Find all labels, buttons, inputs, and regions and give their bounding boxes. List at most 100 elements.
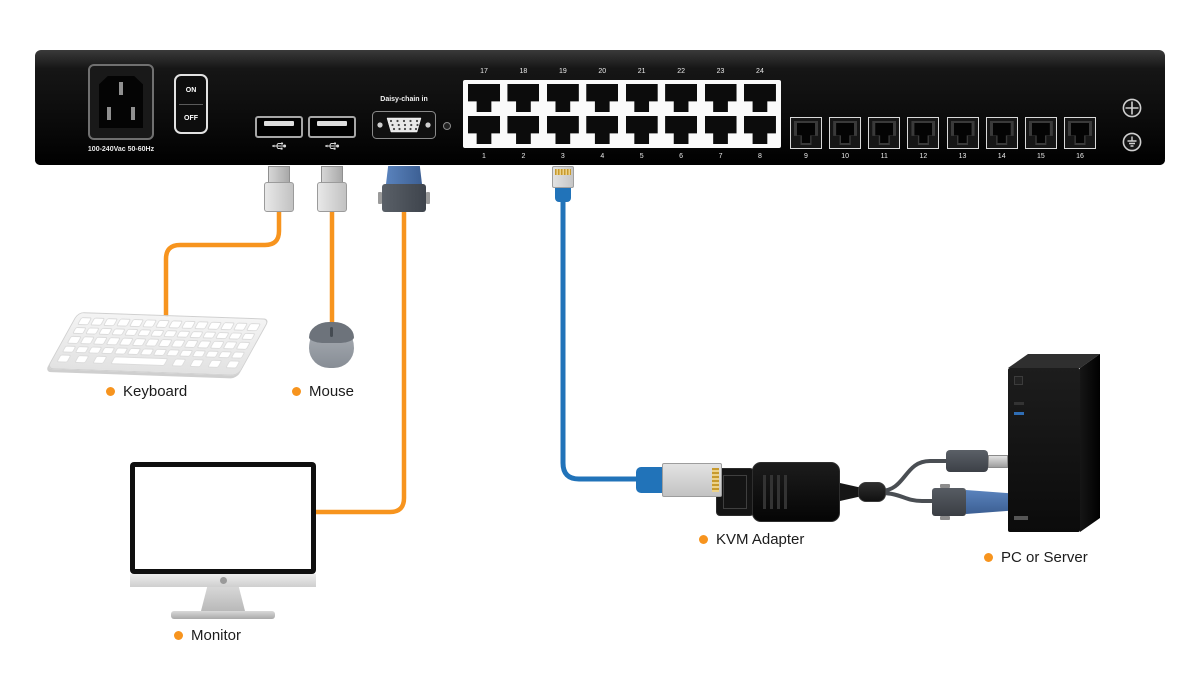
- pc-power-button: [1014, 376, 1023, 385]
- keyboard-cable: [163, 206, 282, 322]
- vga-branch-cable: [879, 491, 936, 503]
- rj45-jack: [868, 117, 901, 149]
- rj45-plug-uplink: [551, 166, 575, 202]
- rj45-jack: [704, 84, 737, 112]
- monitor: [130, 462, 316, 574]
- rj45-jack: [665, 84, 698, 112]
- pc-tower-top: [1008, 354, 1100, 368]
- port-number: 17: [480, 68, 488, 75]
- pc-tower: [1008, 368, 1080, 532]
- port-number: 10: [841, 153, 850, 160]
- rj45-jack: [507, 84, 540, 112]
- rj45-jack: [704, 116, 737, 144]
- keyboard-key: [235, 341, 251, 350]
- power-pin: [107, 107, 111, 120]
- rj45-jack: [829, 117, 862, 149]
- label-bullet: [984, 553, 993, 562]
- usb-branch-cable: [879, 459, 948, 493]
- keyboard-label-text: Keyboard: [123, 383, 188, 400]
- monitor-base: [171, 611, 275, 619]
- pc-brand-mark: [1014, 516, 1028, 520]
- port-number: 21: [637, 68, 646, 75]
- cat5-cable: [560, 196, 644, 482]
- rj45-jack: [743, 84, 776, 112]
- rj45-jack: [586, 84, 619, 112]
- port-number: 4: [600, 153, 605, 160]
- monitor-cable: [314, 210, 407, 515]
- usb-plug-metal: [321, 166, 343, 182]
- kvm-adapter-body: [752, 462, 840, 522]
- daisy-chain-vga-port[interactable]: [372, 108, 436, 142]
- port-number: 19: [558, 68, 567, 75]
- monitor-chin: [130, 574, 316, 587]
- rj45-block-b[interactable]: [790, 116, 1096, 150]
- rj45-jack: [546, 116, 579, 144]
- label-bullet: [292, 387, 301, 396]
- rj45-jack: [665, 116, 698, 144]
- rj45-row-17-24[interactable]: [468, 84, 776, 112]
- usb-plug-keyboard: [264, 166, 294, 212]
- port-number: 3: [560, 153, 565, 160]
- vga-plug-shell: [386, 166, 422, 184]
- keyboard-key: [56, 354, 72, 363]
- port-number: 2: [521, 153, 526, 160]
- port-number: 12: [919, 153, 928, 160]
- keyboard-key: [189, 359, 205, 367]
- port-number: 8: [758, 153, 762, 160]
- screw-hole: [443, 122, 451, 130]
- usb-port-2[interactable]: [308, 116, 356, 138]
- power-inlet-opening: [99, 76, 143, 128]
- usb-plug-body: [946, 450, 988, 472]
- rj45-jack: [625, 116, 658, 144]
- ground-icon: [1122, 132, 1142, 152]
- usb-plug-mouse: [317, 166, 347, 212]
- mouse: [309, 322, 354, 368]
- keyboard-key: [110, 356, 169, 366]
- rj45-jack: [907, 117, 940, 149]
- rj45-row-1-8[interactable]: [468, 116, 776, 144]
- monitor-label-text: Monitor: [191, 627, 242, 644]
- port-number: 18: [519, 68, 528, 75]
- pc-tower-side: [1080, 354, 1100, 532]
- rj45-jack: [946, 117, 979, 149]
- rj45-jack: [743, 116, 776, 144]
- rj45-plug-boot: [636, 467, 662, 493]
- keyboard-key: [246, 323, 262, 331]
- pc-usb-slot: [1014, 402, 1024, 405]
- monitor-stand: [201, 587, 245, 611]
- rj45-jack: [546, 84, 579, 112]
- rj45-plug-adapter: [636, 463, 722, 497]
- pc-label-text: PC or Server: [1001, 549, 1088, 566]
- usb-plug-metal: [268, 166, 290, 182]
- port-number: 14: [997, 153, 1006, 160]
- usb-plug-metal: [988, 454, 1008, 468]
- power-switch-on-label: ON: [185, 86, 197, 94]
- port-number: 24: [756, 68, 764, 75]
- power-pin: [131, 107, 135, 120]
- port-number: 22: [677, 68, 685, 75]
- rj45-jack: [985, 117, 1018, 149]
- rj45-plug-body: [552, 166, 574, 188]
- kvm-adapter-label-text: KVM Adapter: [716, 531, 805, 548]
- monitor-screen: [135, 467, 311, 569]
- power-rating-label: 100-240Vac 50-60Hz: [87, 146, 155, 153]
- usb-plug-body: [317, 182, 347, 212]
- port-number: 15: [1036, 153, 1045, 160]
- port-number: 13: [958, 153, 967, 160]
- power-switch[interactable]: ON OFF: [174, 74, 208, 134]
- daisy-chain-label: Daisy-chain in: [380, 96, 428, 103]
- usb-trident-icon: [272, 142, 287, 150]
- rj45-jack: [507, 116, 540, 144]
- usb-trident-icon: [325, 142, 340, 150]
- rj45-jack: [790, 117, 822, 149]
- label-bullet: [174, 631, 183, 640]
- label-bullet: [106, 387, 115, 396]
- monitor-label: Monitor: [174, 627, 241, 644]
- usb-port-1[interactable]: [255, 116, 303, 138]
- rj45-plug-boot: [555, 188, 571, 202]
- port-number: 16: [1076, 153, 1084, 160]
- mouse-label: Mouse: [292, 383, 354, 400]
